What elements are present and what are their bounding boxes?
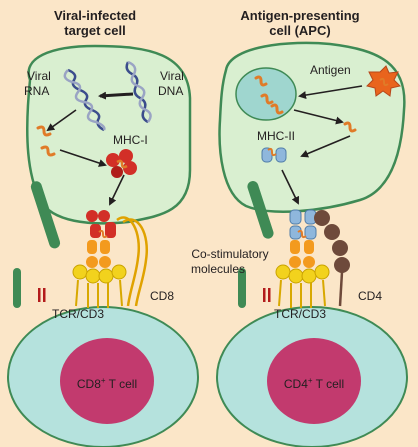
- peptide-to-mhc-arrow: [59, 149, 107, 167]
- antigen-icon: [366, 65, 401, 97]
- rna-to-peptide-arrow: [46, 109, 77, 132]
- mhc-ii-to-surface-arrow: [281, 169, 299, 205]
- viral-dna-label-line2: DNA: [158, 84, 183, 98]
- tcr-mark: [268, 288, 271, 302]
- viral-dna-icon: [125, 60, 152, 124]
- t-cell-stalk-left: [13, 268, 21, 308]
- cd8-t-cell-label: CD8+ T cell: [77, 376, 137, 391]
- t-cell-stalk-right: [238, 268, 246, 308]
- viral-rna-label-line1: Viral: [27, 69, 51, 83]
- mhc-ii-label: MHC-II: [257, 129, 295, 143]
- cd8-coreceptor-icon: [116, 216, 149, 307]
- mhc-i-label: MHC-I: [113, 133, 148, 147]
- viral-dna-label-line1: Viral: [160, 69, 184, 83]
- peptide-to-mhc-ii-arrow: [300, 135, 351, 158]
- tcr-left-icon: [86, 240, 111, 268]
- cd4-t-cell-label: CD4+ T cell: [284, 376, 344, 391]
- left-panel: Viral-infected target cell CD8+ T cell V…: [7, 8, 199, 447]
- mhc-i-surface-icon: [86, 210, 116, 239]
- right-title-line2: cell (APC): [269, 23, 330, 38]
- costim-label-line2: molecules: [191, 262, 245, 276]
- cd4-t-cell-nucleus: [267, 338, 361, 424]
- tcr-mark: [38, 288, 41, 302]
- tcr-mark: [43, 288, 46, 302]
- apc-cell-stalk: [247, 181, 274, 239]
- mhc-i-intracellular-icon: [106, 149, 137, 178]
- cd3-right-icon: [275, 264, 330, 308]
- mhc-to-surface-arrow: [109, 174, 125, 206]
- peptide-icon: [260, 93, 274, 105]
- right-panel: Antigen-presenting cell (APC) CD4+ T cel…: [216, 8, 408, 447]
- left-title-line2: target cell: [64, 23, 125, 38]
- peptide-icon: [40, 145, 56, 157]
- target-cell-stalk: [30, 181, 61, 249]
- mhc-ii-surface-icon: [289, 209, 317, 240]
- right-title-line1: Antigen-presenting: [240, 8, 359, 23]
- antigen-label: Antigen: [310, 63, 351, 77]
- cd8-t-cell: CD8+ T cell: [7, 306, 199, 447]
- peptide-icon: [254, 75, 268, 87]
- peptide-icon: [36, 125, 52, 137]
- cd8-label: CD8: [150, 289, 174, 303]
- peptide-icon: [270, 103, 284, 115]
- cd4-label: CD4: [358, 289, 382, 303]
- viral-rna-label-line2: RNA: [24, 84, 49, 98]
- costim-label-line1: Co-stimulatory: [191, 247, 268, 261]
- target-cell: [26, 44, 192, 249]
- dna-to-rna-arrow: [98, 91, 134, 100]
- tcr-cd3-left-label: TCR/CD3: [52, 307, 104, 321]
- peptide-icon: [343, 121, 357, 133]
- left-title-line1: Viral-infected: [54, 8, 136, 23]
- cd4-coreceptor-icon: [314, 210, 350, 307]
- tcr-right-icon: [289, 240, 315, 268]
- tcr-cd3-right-label: TCR/CD3: [274, 307, 326, 321]
- mhc-ii-intracellular-icon: [261, 147, 287, 163]
- endosome-to-peptide-arrow: [293, 109, 344, 125]
- cd4-t-cell: CD4+ T cell: [216, 306, 408, 447]
- cd3-left-icon: [72, 264, 127, 308]
- cd8-t-cell-nucleus: [60, 338, 154, 424]
- antigen-to-endosome-arrow: [298, 85, 363, 99]
- tcr-mark: [263, 288, 266, 302]
- viral-rna-icon: [63, 68, 106, 132]
